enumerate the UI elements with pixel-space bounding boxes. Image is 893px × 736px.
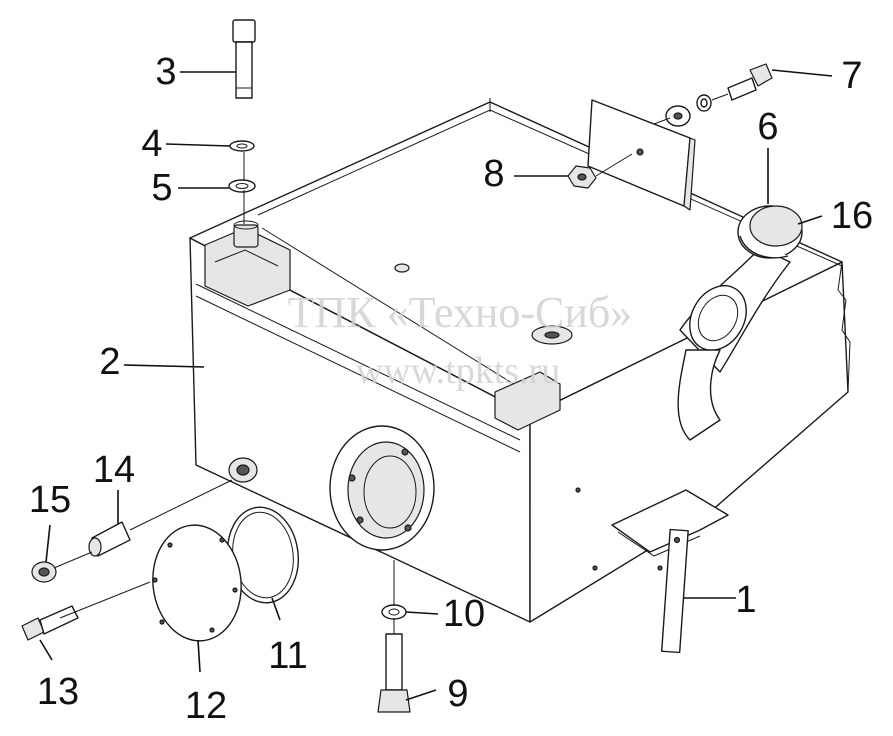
callout-3: 3 <box>155 51 176 93</box>
cover-plate <box>587 99 696 211</box>
mounting-strap <box>611 489 729 654</box>
callout-10: 10 <box>443 593 485 635</box>
callout-13: 13 <box>37 671 79 713</box>
callout-4: 4 <box>141 123 162 165</box>
watermark: ТПК «Техно-Сиб» www.tpkts.ru <box>288 288 633 392</box>
callout-5: 5 <box>151 167 172 209</box>
inspection-cover <box>152 524 242 642</box>
drain-plug <box>31 551 93 583</box>
cover-screw <box>21 605 79 641</box>
tank-body <box>189 98 851 623</box>
top-washer-lower <box>228 179 256 193</box>
callout-1: 1 <box>735 579 756 621</box>
watermark-url: www.tpkts.ru <box>356 350 560 392</box>
top-bolt <box>232 19 256 99</box>
callout-6: 6 <box>757 106 778 148</box>
cover-washers <box>665 94 712 127</box>
leader-lines <box>39 69 833 701</box>
callout-2: 2 <box>99 341 120 383</box>
bottom-washer <box>381 604 407 620</box>
callout-14: 14 <box>93 449 135 491</box>
bottom-bolt <box>377 633 411 713</box>
callout-15: 15 <box>29 479 71 521</box>
callout-9: 9 <box>447 673 468 715</box>
callout-labels: 1 2 3 4 5 6 7 8 9 10 11 12 13 14 15 16 <box>29 51 873 727</box>
filler-neck <box>677 247 791 441</box>
top-washer-upper <box>229 140 255 152</box>
cover-bolt <box>727 63 773 101</box>
watermark-company: ТПК «Техно-Сиб» <box>288 288 633 337</box>
callout-11: 11 <box>268 635 307 677</box>
callout-12: 12 <box>185 685 227 727</box>
drain-sleeve <box>88 521 131 557</box>
callout-7: 7 <box>841 55 862 97</box>
nut <box>567 165 597 189</box>
filler-cap <box>737 205 803 259</box>
assembly-lines <box>59 93 729 634</box>
callout-16: 16 <box>831 195 873 237</box>
callout-8: 8 <box>483 153 504 195</box>
